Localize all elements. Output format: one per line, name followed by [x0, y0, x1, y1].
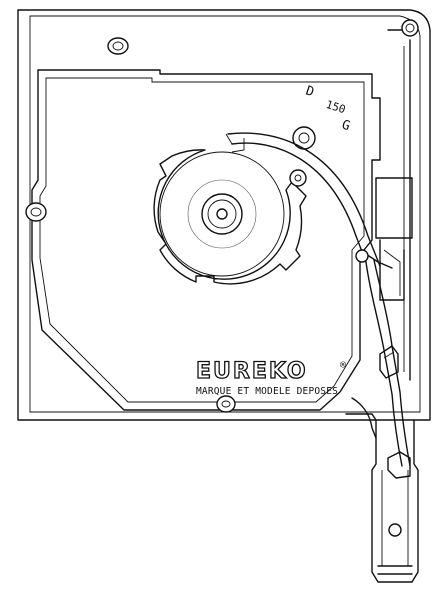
- side-label-left: D: [304, 83, 316, 100]
- strap-belt: [351, 259, 411, 479]
- side-label-right: G: [340, 117, 352, 134]
- strap-channel: [355, 177, 413, 301]
- strap-guide-arc: [225, 132, 381, 267]
- brand-plate: EUREKO ® MARQUE ET MODELE DEPOSES: [195, 358, 347, 397]
- screw-boss-bottom: [216, 395, 236, 413]
- brand-logo-text: EUREKO: [196, 359, 308, 384]
- registered-mark: ®: [340, 360, 347, 371]
- brand-tagline: MARQUE ET MODELE DEPOSES: [196, 386, 338, 397]
- screw-boss-left: [25, 202, 47, 222]
- screw-boss-upper-right: [292, 126, 316, 150]
- mounting-tongue: [345, 413, 419, 583]
- size-code-label: 150: [324, 98, 347, 117]
- screw-boss-top: [107, 37, 129, 55]
- winding-drum: [153, 149, 307, 285]
- size-markings: D 150 G: [304, 83, 352, 134]
- corner-screw-top-right: [401, 19, 419, 37]
